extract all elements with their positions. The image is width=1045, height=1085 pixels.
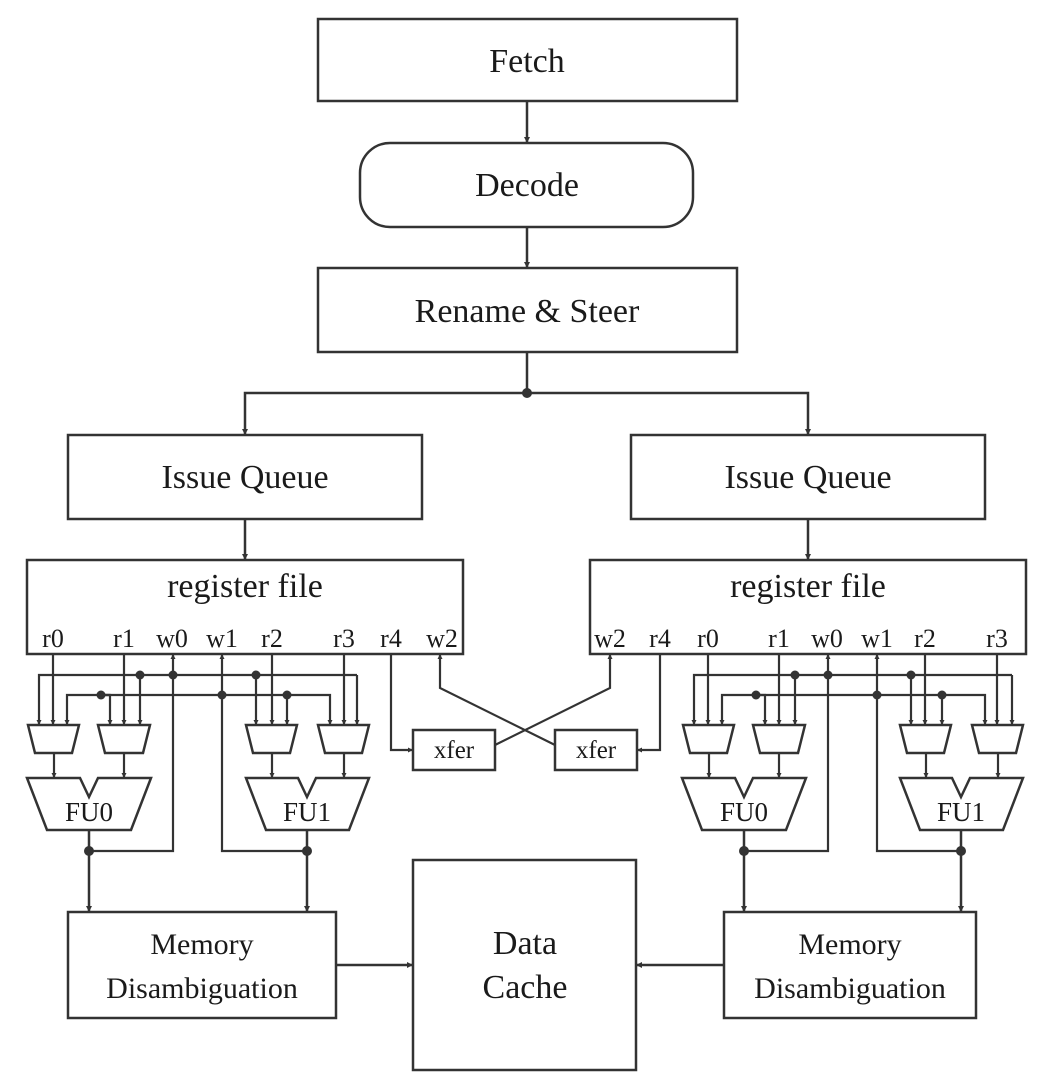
steer-left-arrow	[242, 391, 527, 435]
fu1-left-label: FU1	[283, 797, 331, 827]
port-r4-left: r4	[380, 624, 402, 653]
issue-queue-left-box	[66, 433, 424, 521]
memory-right-label-line2: Disambiguation	[754, 972, 946, 1005]
issue-queue-left-label: Issue Queue	[161, 459, 328, 496]
port-r0-left: r0	[42, 624, 64, 653]
fetch-label: Fetch	[489, 43, 565, 80]
rename-steer-label: Rename & Steer	[415, 293, 640, 330]
right-cluster-datapath: FU0 FU1	[680, 654, 1025, 912]
bypass-drop	[691, 673, 724, 725]
fu1-left-alu	[244, 776, 371, 832]
xfer-right-label: xfer	[576, 737, 617, 764]
bypass-drop	[297, 693, 333, 725]
xfer-left-to-w2-right-arrow	[494, 654, 613, 746]
port-r3-right: r3	[986, 624, 1008, 653]
memory-disambiguation-right-box	[722, 910, 978, 1020]
bypass-drop	[36, 673, 69, 725]
register-file-left-label: register file	[167, 568, 323, 605]
operand-mux	[898, 723, 953, 755]
memory-right-label-line1: Memory	[798, 928, 901, 961]
xfer-right-to-w2-left-arrow	[437, 654, 556, 746]
r4-right-to-xfer-arrow	[637, 654, 662, 753]
data-cache-label-line2: Cache	[483, 969, 568, 1006]
operand-mux	[316, 723, 371, 755]
issue-queue-right-label: Issue Queue	[724, 459, 891, 496]
writeback-w1-arrow	[874, 654, 961, 853]
port-r4-right: r4	[649, 624, 671, 653]
memory-left-label-line2: Disambiguation	[106, 972, 298, 1005]
fetch-box	[316, 17, 739, 103]
operand-mux	[751, 723, 807, 755]
port-r0-right: r0	[697, 624, 719, 653]
port-r1-left: r1	[113, 624, 135, 653]
memory-disambiguation-left-box	[66, 910, 338, 1020]
port-w2-left: w2	[426, 624, 458, 653]
fu0-left-alu	[25, 776, 153, 832]
memory-left-label-line1: Memory	[150, 928, 253, 961]
operand-mux	[244, 723, 299, 755]
register-file-left-box	[25, 558, 465, 656]
writeback-w0-arrow	[89, 654, 176, 853]
operand-mux	[96, 723, 152, 755]
xfer-right-box	[553, 728, 639, 772]
bypass-drop	[952, 693, 988, 725]
port-r3-left: r3	[333, 624, 355, 653]
decode-label: Decode	[475, 167, 579, 204]
port-r2-right: r2	[914, 624, 936, 653]
fu1-right-label: FU1	[937, 797, 985, 827]
writeback-w1-arrow	[219, 654, 307, 853]
bypass-drop	[756, 693, 768, 725]
port-w0-right: w0	[811, 624, 843, 653]
bypass-drop	[101, 693, 113, 725]
fu1-right-alu	[898, 776, 1025, 832]
port-w2-right: w2	[594, 624, 626, 653]
xfer-left-box	[411, 728, 497, 772]
port-w0-left: w0	[156, 624, 188, 653]
register-file-right-box	[588, 558, 1028, 656]
xfer-left-label: xfer	[434, 737, 475, 764]
operand-mux	[970, 723, 1025, 755]
steer-right-arrow	[527, 391, 811, 435]
fu0-left-label: FU0	[65, 797, 113, 827]
bypass-drop	[64, 693, 101, 725]
fu0-right-label: FU0	[720, 797, 768, 827]
register-file-right-label: register file	[730, 568, 886, 605]
left-cluster-datapath: FU0 FU1	[25, 654, 371, 912]
port-w1-left: w1	[206, 624, 238, 653]
writeback-w0-arrow	[744, 654, 831, 853]
r4-left-to-xfer-arrow	[389, 654, 413, 753]
bypass-drop	[719, 693, 756, 725]
data-cache-label-line1: Data	[493, 925, 557, 962]
port-w1-right: w1	[861, 624, 893, 653]
port-r1-right: r1	[768, 624, 790, 653]
operand-mux	[681, 723, 736, 755]
data-cache-box	[411, 858, 638, 1072]
fu0-right-alu	[680, 776, 808, 832]
issue-queue-right-box	[629, 433, 987, 521]
port-r2-left: r2	[261, 624, 283, 653]
operand-mux	[26, 723, 81, 755]
